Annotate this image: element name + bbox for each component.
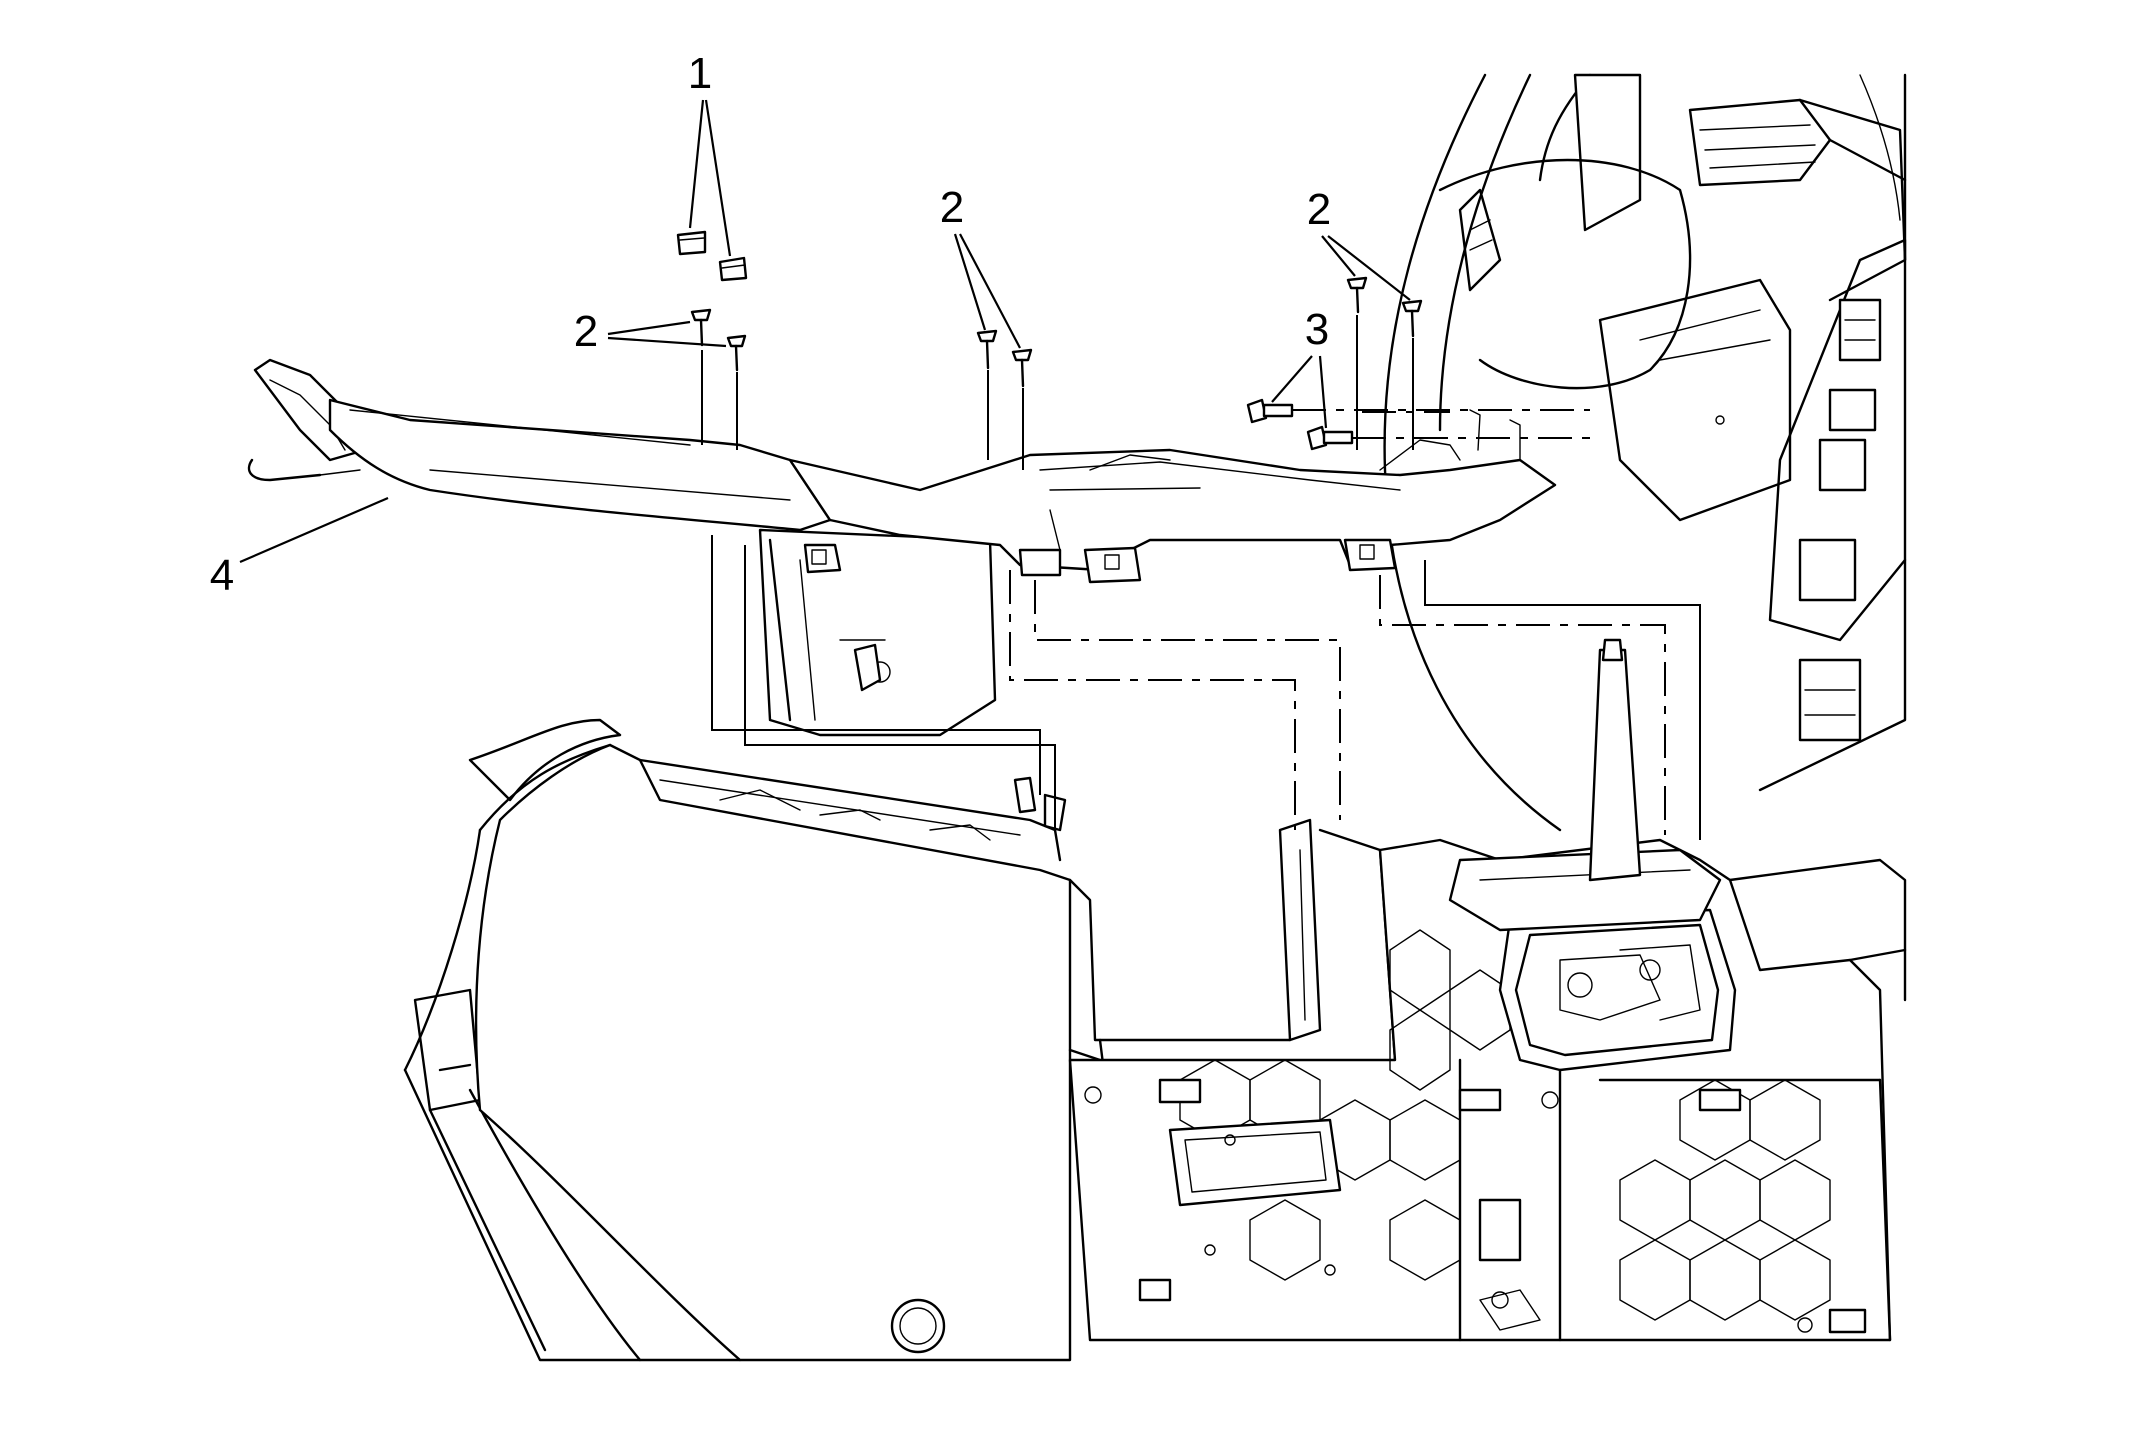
bolt-icon [1306,425,1354,451]
alignment-lines [701,315,1701,840]
callout-2-right-leader [1321,235,1411,301]
lower-console-assembly [403,638,1907,1362]
upper-console-trim-panel [247,358,1557,584]
screw-icon [690,308,712,347]
storage-bin [758,528,997,737]
callout-4-label: 4 [210,551,234,600]
callout-2-left-label: 2 [574,307,598,356]
screw-icon [976,329,998,370]
screw-icon [1011,348,1033,388]
retainer-clip-icon [676,230,707,256]
screw-icon [726,334,747,372]
callout-2-right-label: 2 [1307,185,1331,234]
bolt-icon [1246,398,1294,424]
callout-1-label: 1 [688,49,712,98]
callout-4-leader [239,496,389,564]
callout-2-left-leader [607,320,727,348]
screw-icon [1346,276,1368,314]
screw-icon [1401,299,1423,338]
steering-wheel-and-dash [1383,73,1907,832]
callout-3-label: 3 [1305,305,1329,354]
fasteners [676,230,1423,451]
callout-2-middle-label: 2 [940,183,964,232]
callout-2-middle-leader [953,233,1021,349]
retainer-clip-icon [718,256,748,282]
callout-1-leader [688,99,732,257]
callout-labels: 1 2 2 2 3 4 [210,49,1411,600]
callout-3-leader [1271,355,1328,429]
